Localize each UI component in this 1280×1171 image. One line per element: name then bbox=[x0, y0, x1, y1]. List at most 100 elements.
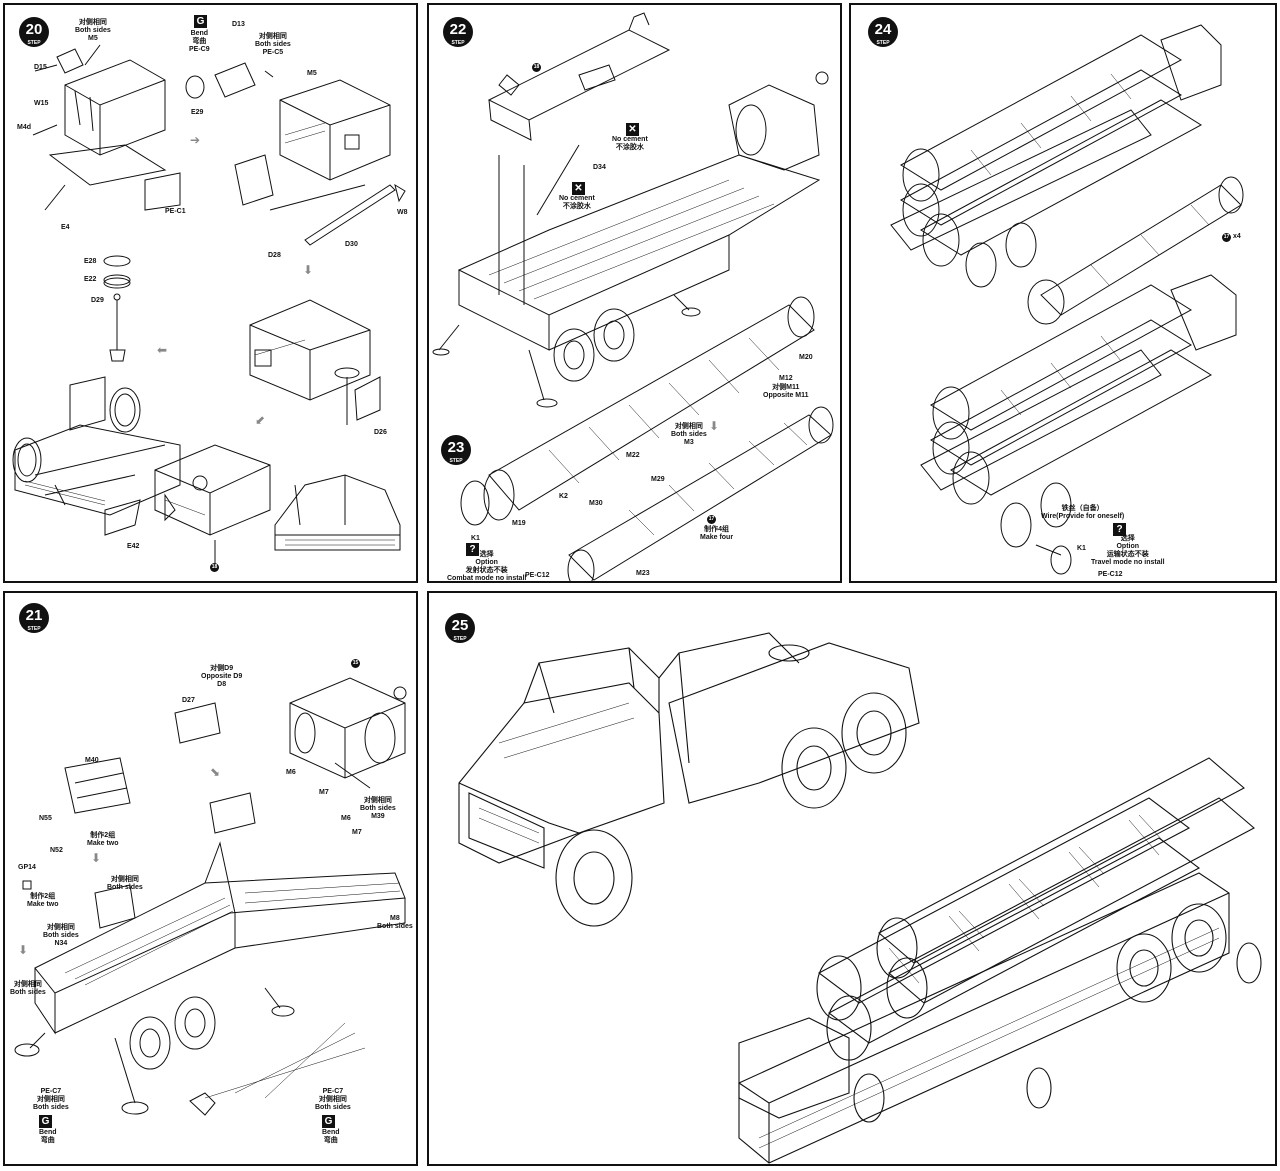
callout-pe-c7-left: PE-C7 对侧相同 Both sides bbox=[33, 1088, 69, 1112]
no-cement-icon-2: ✕ bbox=[572, 182, 585, 195]
label-m23: M23 bbox=[636, 570, 650, 577]
arrow-icon: ⬋ bbox=[255, 413, 266, 427]
label-cn: 制作2组 bbox=[90, 832, 116, 839]
callout-both-sides-m39: 对侧相同 Both sides M39 bbox=[360, 797, 396, 821]
label-en: Both sides bbox=[377, 923, 413, 930]
label-en: Opposite D9 bbox=[201, 673, 243, 680]
arrow-icon: ⬊ bbox=[210, 765, 221, 779]
label-cn: 对侧相同 bbox=[78, 19, 107, 26]
arrow-icon: ⬇ bbox=[91, 851, 102, 865]
step-24-illustration bbox=[890, 24, 1244, 575]
label-w15: W15 bbox=[34, 100, 49, 107]
label-en: Both sides bbox=[43, 932, 79, 939]
callout-m8: M8 Both sides bbox=[377, 915, 413, 931]
label-cn-2: 发射状态不装 bbox=[465, 567, 508, 574]
label-cn: 对侧相同 bbox=[318, 1096, 347, 1103]
option-icon: ? bbox=[466, 543, 479, 556]
label-k2: K2 bbox=[559, 493, 568, 500]
label-m6: M6 bbox=[286, 769, 296, 776]
step-number: 25 bbox=[451, 617, 469, 634]
label-cn: 对侧相同 bbox=[258, 33, 287, 40]
step-number: 24 bbox=[874, 21, 892, 38]
no-cement-icon: ✕ bbox=[626, 123, 639, 136]
label-e4: E4 bbox=[61, 224, 70, 231]
callout-option-combat: 选择 Option 发射状态不装 Combat mode no install bbox=[447, 551, 527, 582]
label-d27: D27 bbox=[182, 697, 195, 704]
label-m19: M19 bbox=[512, 520, 526, 527]
label-k1: K1 bbox=[471, 535, 480, 542]
step-number: 21 bbox=[25, 607, 43, 624]
label-part: PE-C9 bbox=[189, 46, 210, 53]
arrow-icon: ⬇ bbox=[18, 943, 29, 957]
label-cn: 不涂胶水 bbox=[562, 203, 591, 210]
label-cn: 选择 bbox=[1120, 535, 1135, 542]
step-25-illustration bbox=[458, 632, 1262, 1164]
callout-both-sides-pe-c5: 对侧相同 Both sides PE-C5 bbox=[255, 33, 291, 57]
bend-icon-2: G bbox=[322, 1115, 335, 1128]
label-en: Opposite M11 bbox=[763, 392, 809, 399]
label-en-2: Combat mode no install bbox=[447, 575, 527, 582]
label-en: Make two bbox=[27, 901, 59, 908]
label-en-2: Travel mode no install bbox=[1091, 559, 1165, 566]
ref-callout-17: 17 bbox=[1222, 233, 1231, 242]
callout-make-two-2: 制作2组 Make two bbox=[27, 893, 59, 909]
ref-callout-15: 15 bbox=[351, 659, 360, 668]
step-word: STEP bbox=[27, 40, 41, 46]
label-part: M3 bbox=[684, 439, 694, 446]
label-d26: D26 bbox=[374, 429, 387, 436]
label-k1: K1 bbox=[1077, 545, 1086, 552]
label-en: Option bbox=[475, 559, 498, 566]
label-m12: M12 bbox=[779, 375, 793, 382]
label-n52: N52 bbox=[50, 847, 63, 854]
label-m5-right: M5 bbox=[307, 70, 317, 77]
step-21-illustration bbox=[14, 677, 407, 1116]
label-cn: 对侧M11 bbox=[772, 384, 800, 391]
callout-both-sides: 对侧相同 Both sides M5 bbox=[75, 19, 111, 43]
callout-option-travel: 选择 Option 运输状态不装 Travel mode no install bbox=[1091, 535, 1165, 567]
label-en: Both sides bbox=[107, 884, 143, 891]
label-cn: 对侧相同 bbox=[36, 1096, 65, 1103]
label-d30: D30 bbox=[345, 241, 358, 248]
label-w8: W8 bbox=[397, 209, 408, 216]
callout-wire: 铁丝（自备） Wire(Provide for oneself) bbox=[1041, 505, 1124, 521]
label-cn: 不涂胶水 bbox=[615, 144, 644, 151]
panel-step-25: 25 STEP bbox=[427, 591, 1277, 1166]
label-en: Bend bbox=[190, 30, 209, 37]
step-25-badge: 25 STEP bbox=[445, 613, 475, 643]
callout-both-sides-2: 对侧相同 Both sides bbox=[107, 876, 143, 892]
panel-step-20: 20 STEP 对侧相同 Both sides M5 D15 W15 M4d E… bbox=[3, 3, 418, 583]
label-e29: E29 bbox=[191, 109, 204, 116]
step-number: 22 bbox=[449, 21, 467, 38]
label-cn: 对侧D9 bbox=[210, 665, 234, 672]
label-cn: 弯曲 bbox=[323, 1137, 338, 1144]
label-en: Wire(Provide for oneself) bbox=[1041, 513, 1125, 520]
label-en: Make four bbox=[700, 534, 734, 541]
label-en: Make two bbox=[87, 840, 119, 847]
label-en: No cement bbox=[612, 136, 648, 143]
label-pe-c1: PE-C1 bbox=[165, 208, 186, 215]
label-m22: M22 bbox=[626, 452, 640, 459]
callout-pe-c7-right: PE-C7 对侧相同 Both sides bbox=[315, 1088, 351, 1112]
label-part: M8 bbox=[390, 915, 400, 922]
step-22-badge: 22 STEP bbox=[443, 17, 473, 47]
arrow-icon: ➔ bbox=[190, 133, 201, 147]
label-en: Both sides bbox=[10, 989, 46, 996]
label-part: M5 bbox=[88, 35, 98, 42]
label-gp14: GP14 bbox=[18, 864, 36, 871]
label-part: PE-C7 bbox=[322, 1088, 344, 1095]
label-en: Both sides bbox=[75, 27, 111, 34]
label-pe-c12: PE-C12 bbox=[1098, 571, 1123, 578]
step-21-badge: 21 STEP bbox=[19, 603, 49, 633]
step-24-badge: 24 STEP bbox=[868, 17, 898, 47]
label-e22: E22 bbox=[84, 276, 97, 283]
ref-callout-17: 17 bbox=[707, 515, 716, 524]
label-cn: 对侧相同 bbox=[674, 423, 703, 430]
label-d29: D29 bbox=[91, 297, 104, 304]
label-cn: 制作2组 bbox=[30, 893, 56, 900]
label-d15: D15 bbox=[34, 64, 47, 71]
label-d13: D13 bbox=[232, 21, 245, 28]
label-m29: M29 bbox=[651, 476, 665, 483]
label-m4d: M4d bbox=[17, 124, 31, 131]
arrow-icon: ⬇ bbox=[709, 419, 720, 433]
label-d34: D34 bbox=[593, 164, 606, 171]
